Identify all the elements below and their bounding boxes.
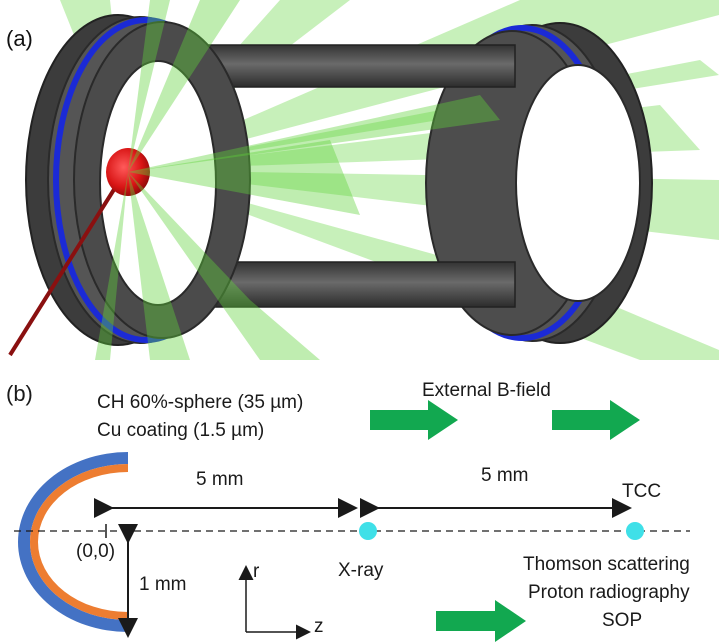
bfield-arrow-2 [552,400,640,440]
diagnostic-sop: SOP [602,610,643,631]
diagnostic-thomson: Thomson scattering [523,554,690,575]
r-axis-label: r [253,561,260,582]
bfield-arrow-3 [436,600,526,642]
radius-label: 1 mm [139,574,187,595]
panel-b-schematic [14,400,690,642]
coating-label: Cu coating (1.5 µm) [97,420,265,441]
xray-point [359,522,377,540]
bfield-arrow-1 [370,400,458,440]
svg-text:(a): (a) [6,26,33,51]
tcc-point [626,522,644,540]
tcc-label: TCC [622,481,662,502]
dist-right-label: 5 mm [481,465,529,486]
laser-beams-front [95,0,500,360]
panel-a-rendering: (a) [6,0,719,360]
target-shell-outer [18,452,128,632]
target-sphere [106,148,150,196]
xray-label: X-ray [338,560,384,581]
z-axis-label: z [314,616,324,637]
bfield-label: External B-field [422,380,551,401]
origin-label: (0,0) [76,541,116,562]
target-material-label: CH 60%-sphere (35 µm) [97,392,304,413]
diagnostic-proton-radiography: Proton radiography [528,582,690,603]
target-stalk [8,170,127,357]
dist-left-label: 5 mm [196,469,244,490]
panel-a-label: (a) [6,26,33,51]
panel-b-label: (b) [6,381,33,406]
